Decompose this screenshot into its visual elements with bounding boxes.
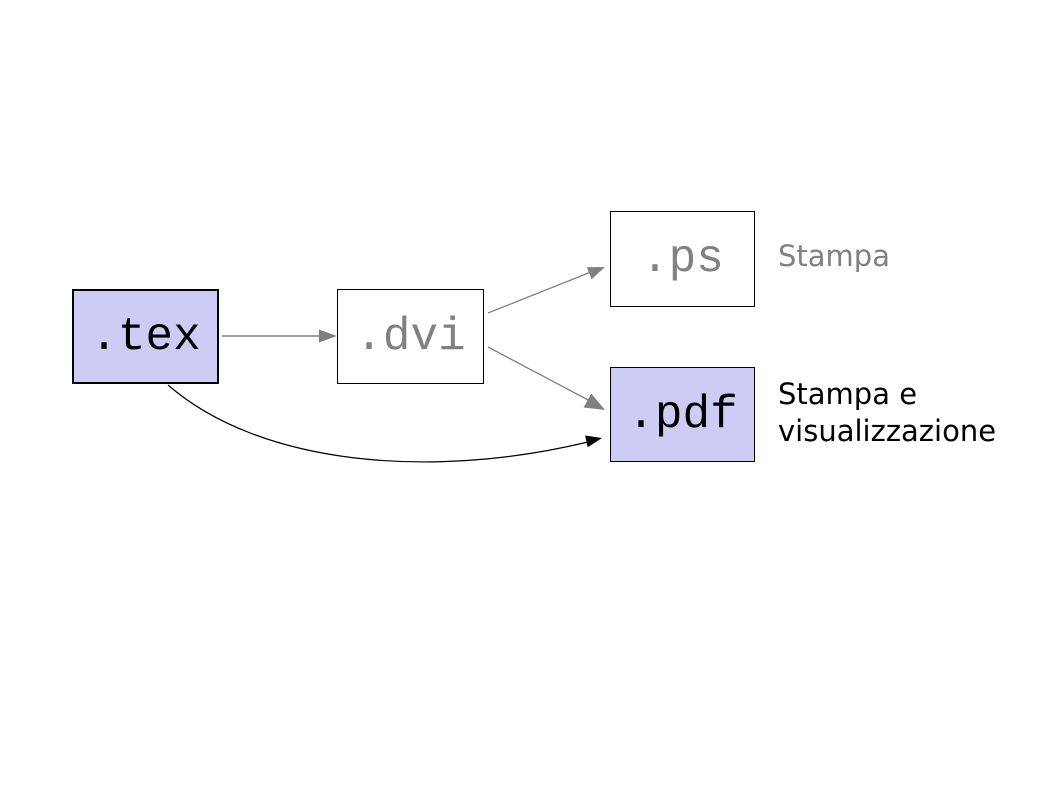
node-pdf-label: .pdf: [627, 388, 738, 441]
node-tex-label: .tex: [90, 310, 201, 363]
node-dvi-file: .dvi: [337, 289, 484, 384]
arrow-dvi-to-ps: [487, 267, 605, 314]
node-dvi-label: .dvi: [355, 310, 466, 363]
arrow-dvi-to-pdf: [487, 346, 605, 410]
arrow-tex-to-pdf-curved: [167, 384, 602, 463]
node-pdf-file: .pdf: [610, 367, 755, 462]
caption-pdf-stampa-e-visualizzazione: Stampa e visualizzazione: [778, 377, 997, 448]
node-ps-file: .ps: [610, 211, 755, 307]
node-ps-label: .ps: [641, 233, 724, 285]
node-tex-file: .tex: [72, 289, 219, 384]
caption-ps-stampa: Stampa: [778, 239, 890, 273]
arrow-tex-to-dvi: [222, 329, 337, 343]
